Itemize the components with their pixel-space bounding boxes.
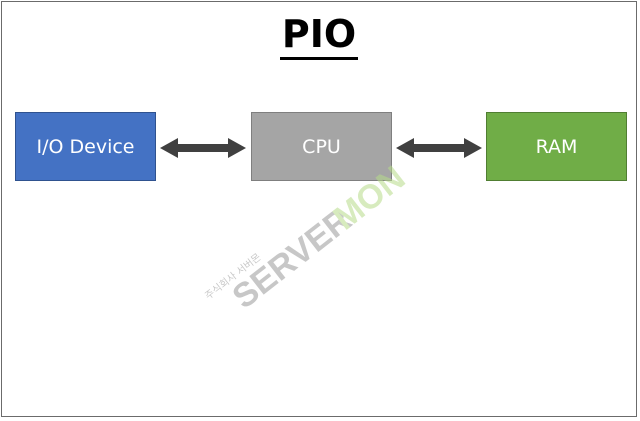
watermark-small-text: 주식회사 서버몬 [203, 251, 264, 302]
diagram-title: PIO [2, 12, 636, 60]
servermon-watermark: SERVER MON 주식회사 서버몬 [203, 160, 413, 310]
watermark-text-server: SERVER [226, 201, 359, 310]
cpu-ram-double-arrow [396, 138, 482, 158]
io-device-box: I/O Device [15, 112, 156, 181]
ram-box: RAM [486, 112, 627, 181]
cpu-label: CPU [302, 135, 341, 158]
cpu-box: CPU [251, 112, 392, 181]
io-cpu-double-arrow [160, 138, 246, 158]
io-device-label: I/O Device [36, 135, 135, 158]
ram-label: RAM [535, 135, 578, 158]
diagram-title-text: PIO [279, 12, 359, 60]
